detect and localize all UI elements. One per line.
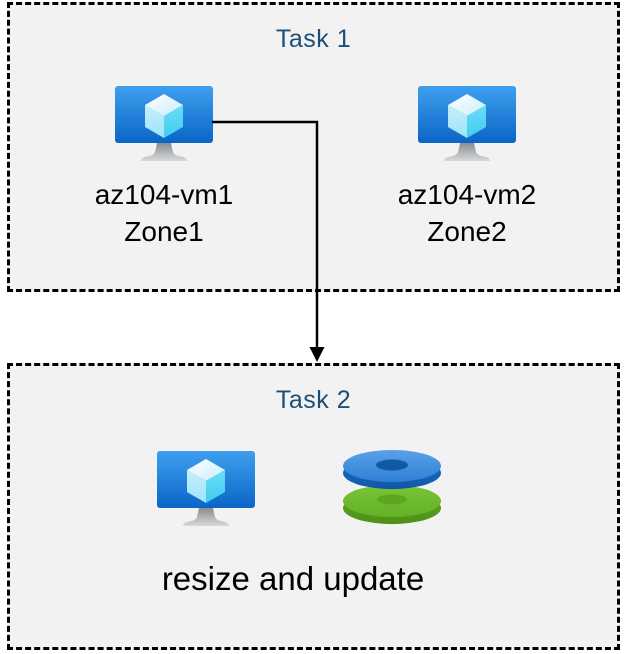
disks-icon — [343, 450, 441, 524]
vm2-zone-label: Zone2 — [427, 216, 507, 247]
virtual-machine-icon — [156, 450, 256, 530]
task2-caption: resize and update — [161, 560, 425, 597]
vm2-name-label: az104-vm2 — [397, 179, 537, 210]
vm-group-az104-vm2: az104-vm2 Zone2 — [357, 85, 577, 250]
virtual-machine-icon — [417, 85, 517, 165]
vm-group-az104-vm1: az104-vm1 Zone1 — [54, 85, 274, 250]
task1-box: Task 1 az104-vm1 Zone1 az104-vm2 Zone2 — [7, 2, 620, 292]
task2-box: Task 2 resize and update — [7, 363, 620, 650]
virtual-machine-icon — [114, 85, 214, 165]
vm1-name-label: az104-vm1 — [94, 179, 234, 210]
task2-title: Task 2 — [275, 386, 352, 414]
task1-title: Task 1 — [275, 25, 352, 53]
vm1-zone-label: Zone1 — [124, 216, 204, 247]
